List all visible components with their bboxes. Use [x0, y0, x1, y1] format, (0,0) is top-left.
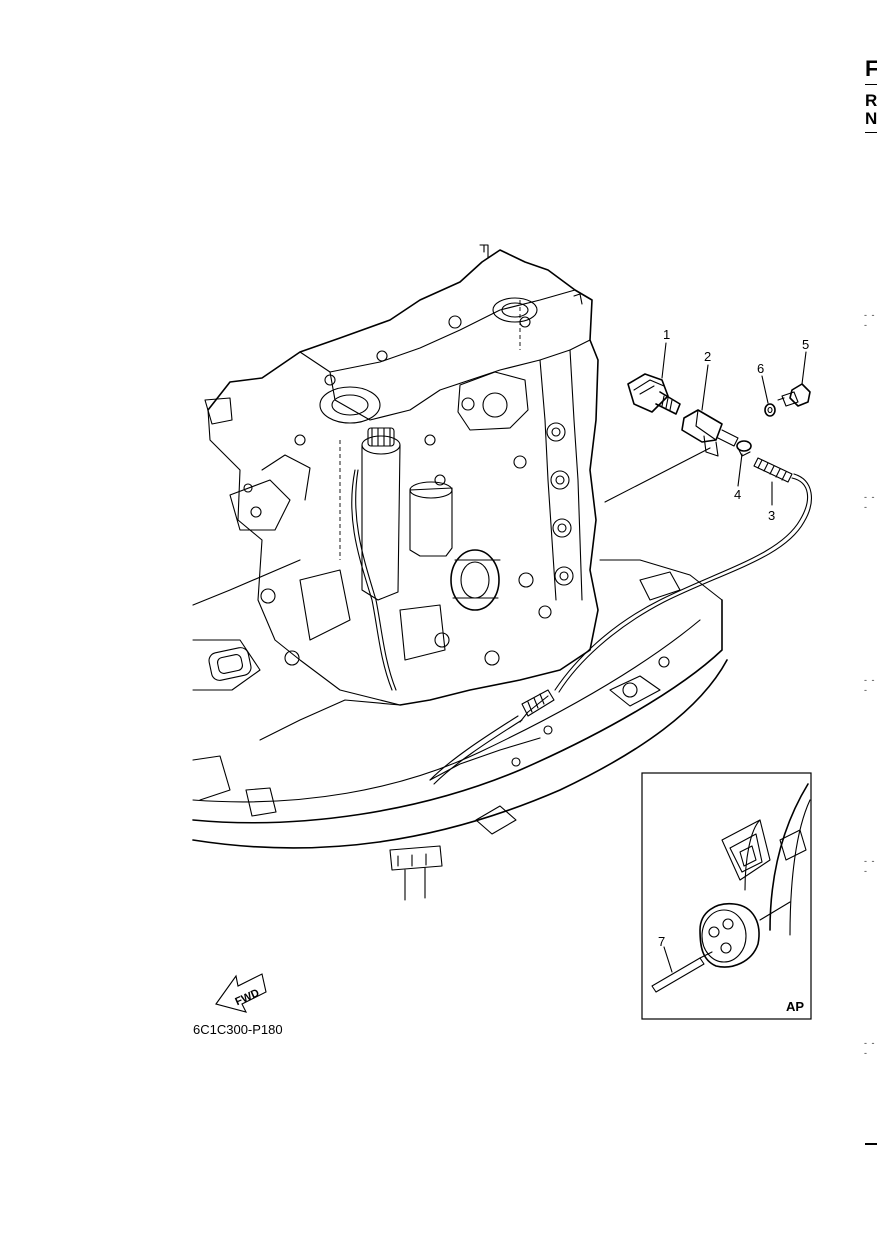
callout-3: 3	[768, 508, 775, 523]
exploded-parts	[429, 373, 812, 785]
callout-2: 2	[704, 349, 711, 364]
figure-code: 6C1C300-P180	[193, 1022, 283, 1037]
leader-lines	[661, 342, 807, 506]
part-3-hose-drawing	[429, 457, 812, 785]
edge-rule	[865, 132, 877, 133]
detail-inset: 7 AP	[641, 772, 812, 1020]
callout-4: 4	[734, 487, 741, 502]
part-4-clip-drawing	[736, 440, 752, 457]
part-5-bolt-drawing	[777, 383, 811, 407]
edge-letter-f: F	[865, 56, 877, 81]
edge-tick: - - -	[864, 856, 876, 876]
edge-tick: - - -	[864, 675, 876, 695]
engine-block-drawing	[204, 244, 599, 706]
callout-6: 6	[757, 361, 764, 376]
fwd-arrow-icon: FWD	[215, 973, 267, 1013]
edge-dash	[865, 1143, 877, 1145]
callout-1: 1	[663, 327, 670, 342]
callout-5: 5	[802, 337, 809, 352]
edge-letter-n: N	[865, 109, 877, 128]
part-1-sensor-drawing	[627, 373, 681, 415]
edge-tick: - - -	[864, 492, 876, 512]
part-2-adapter-drawing	[681, 409, 739, 457]
edge-tick: - - -	[864, 310, 876, 330]
callout-7: 7	[658, 934, 665, 949]
edge-letter-r: R	[865, 91, 877, 110]
edge-tick: - - -	[864, 1038, 876, 1058]
part-6-washer-drawing	[764, 403, 776, 417]
bottom-cowling-drawing	[192, 559, 728, 901]
inset-label: AP	[786, 999, 804, 1014]
edge-rule	[865, 84, 877, 85]
